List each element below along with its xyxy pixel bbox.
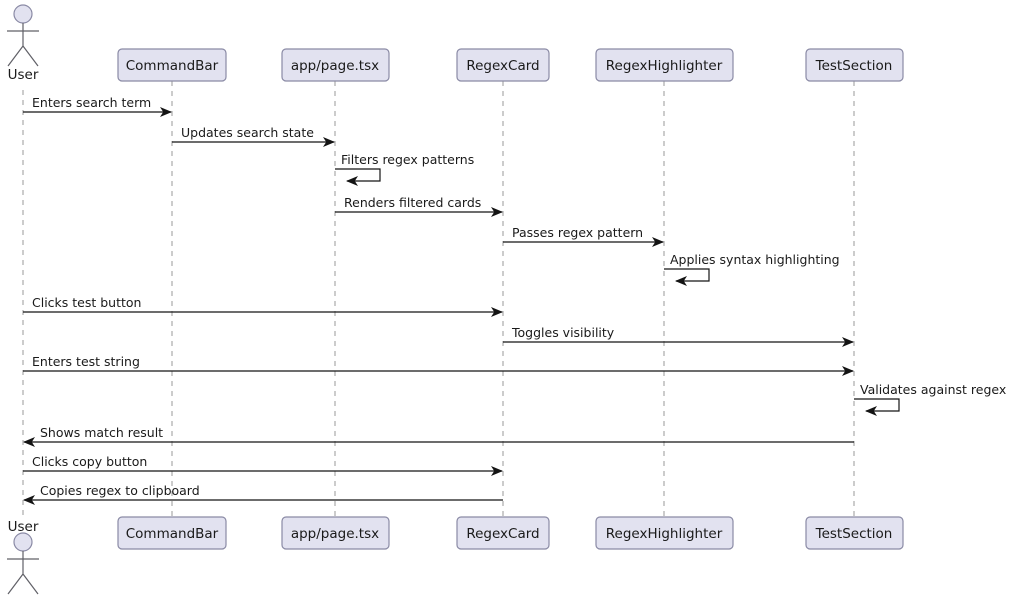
- actor-label: User: [8, 67, 39, 83]
- actor-label: User: [8, 519, 39, 535]
- participant-label: TestSection: [815, 58, 893, 74]
- message-label: Toggles visibility: [511, 325, 615, 340]
- message-6[interactable]: Applies syntax highlighting: [664, 252, 840, 286]
- participant-top-regexcard[interactable]: RegexCard: [456, 48, 550, 82]
- participant-box: [456, 48, 550, 82]
- message-label: Enters search term: [32, 95, 151, 110]
- participant-label: CommandBar: [126, 526, 219, 542]
- participant-top-apppagetsx[interactable]: app/page.tsx: [281, 48, 390, 82]
- participant-label: app/page.tsx: [291, 526, 379, 542]
- self-message-arrow: [664, 268, 710, 286]
- participant-box: [595, 48, 734, 82]
- participant-label: TestSection: [815, 526, 893, 542]
- message-label: Applies syntax highlighting: [670, 252, 840, 267]
- self-message-arrow: [335, 168, 381, 186]
- message-label: Shows match result: [40, 425, 163, 440]
- message-label: Validates against regex: [860, 382, 1006, 397]
- participant-label: RegexHighlighter: [606, 58, 723, 74]
- participant-box: [805, 516, 904, 550]
- actor-top-user[interactable]: User: [7, 4, 39, 83]
- participant-box: [456, 516, 550, 550]
- participant-label: CommandBar: [126, 58, 219, 74]
- message-2[interactable]: Updates search state: [172, 125, 335, 147]
- participant-box: [595, 516, 734, 550]
- message-label: Clicks copy button: [32, 454, 147, 469]
- participant-box: [281, 516, 390, 550]
- participant-top-regexhighlighter[interactable]: RegexHighlighter: [595, 48, 734, 82]
- message-12[interactable]: Clicks copy button: [23, 454, 503, 476]
- message-1[interactable]: Enters search term: [23, 95, 172, 117]
- participant-box: [117, 48, 227, 82]
- message-5[interactable]: Passes regex pattern: [503, 225, 664, 247]
- bottom-participants-group: CommandBar app/page.tsx RegexCard RegexHigh…: [117, 516, 904, 550]
- message-8[interactable]: Toggles visibility: [503, 325, 854, 347]
- participant-bottom-testsection[interactable]: TestSection: [805, 516, 904, 550]
- message-label: Clicks test button: [32, 295, 141, 310]
- actor-bottom-user[interactable]: User: [7, 519, 39, 595]
- lifelines-group: [22, 81, 855, 517]
- participant-box: [117, 516, 227, 550]
- message-13[interactable]: Copies regex to clipboard: [23, 483, 503, 505]
- participant-bottom-commandbar[interactable]: CommandBar: [117, 516, 227, 550]
- participant-label: RegexCard: [466, 526, 539, 542]
- message-4[interactable]: Renders filtered cards: [335, 195, 503, 217]
- participant-bottom-regexhighlighter[interactable]: RegexHighlighter: [595, 516, 734, 550]
- actor-body-icon: [7, 23, 39, 67]
- message-3[interactable]: Filters regex patterns: [335, 152, 474, 186]
- message-label: Passes regex pattern: [512, 225, 643, 240]
- message-label: Updates search state: [181, 125, 314, 140]
- message-9[interactable]: Enters test string: [23, 354, 854, 376]
- participant-top-commandbar[interactable]: CommandBar: [117, 48, 227, 82]
- message-label: Filters regex patterns: [341, 152, 474, 167]
- actor-head-icon: [13, 532, 33, 552]
- participant-bottom-apppagetsx[interactable]: app/page.tsx: [281, 516, 390, 550]
- participant-label: RegexCard: [466, 58, 539, 74]
- message-10[interactable]: Validates against regex: [854, 382, 1006, 416]
- self-message-arrow: [854, 398, 900, 416]
- participant-bottom-regexcard[interactable]: RegexCard: [456, 516, 550, 550]
- participant-label: app/page.tsx: [291, 58, 379, 74]
- participant-top-testsection[interactable]: TestSection: [805, 48, 904, 82]
- message-label: Renders filtered cards: [344, 195, 481, 210]
- participant-label: RegexHighlighter: [606, 526, 723, 542]
- message-label: Enters test string: [32, 354, 140, 369]
- message-label: Copies regex to clipboard: [40, 483, 200, 498]
- actor-head-icon: [13, 4, 33, 24]
- participant-box: [805, 48, 904, 82]
- participant-box: [281, 48, 390, 82]
- actor-body-icon: [7, 551, 39, 595]
- message-11[interactable]: Shows match result: [23, 425, 854, 447]
- top-participants-group: CommandBar app/page.tsx RegexCard RegexHigh…: [117, 48, 904, 82]
- message-7[interactable]: Clicks test button: [23, 295, 503, 317]
